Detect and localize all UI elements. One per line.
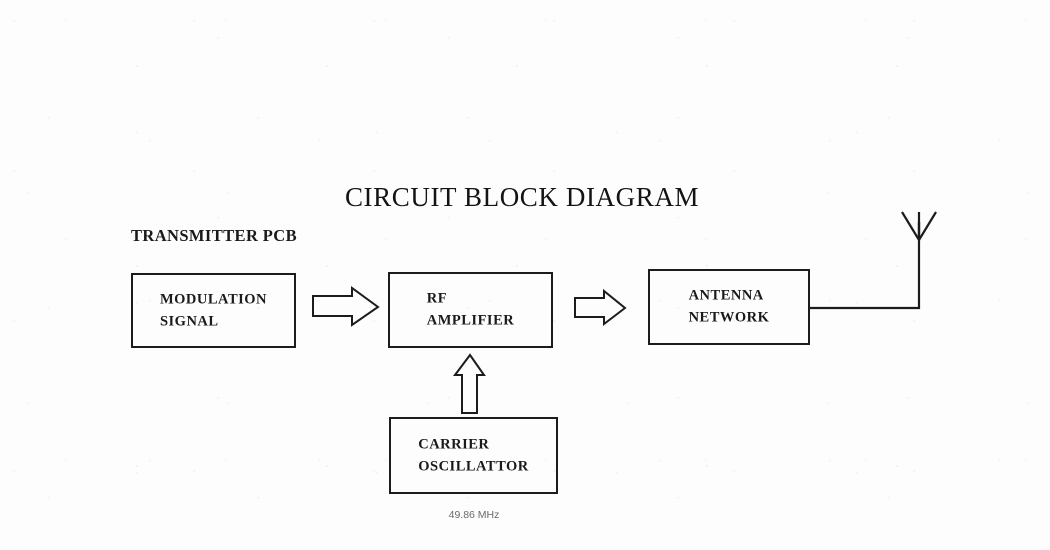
page-title: CIRCUIT BLOCK DIAGRAM xyxy=(0,182,1050,213)
wire-antenna-network-to-antenna xyxy=(810,222,921,310)
arrow-carrier-to-rf-icon xyxy=(453,353,486,414)
block-carrier-oscillator-text: CARRIER OSCILLATTOR xyxy=(391,433,556,478)
page-title-text: CIRCUIT BLOCK DIAGRAM xyxy=(344,182,700,212)
block-rf-amplifier[interactable]: RF AMPLIFIER xyxy=(388,272,553,348)
carrier-frequency-note: 49.86 MHz xyxy=(448,509,500,521)
block-antenna-network-line1: ANTENNA xyxy=(688,287,764,304)
block-modulation-signal-line1: MODULATION xyxy=(159,291,268,308)
block-rf-amplifier-text: RF AMPLIFIER xyxy=(390,288,551,333)
arrow-rf-to-antenna-icon xyxy=(574,288,627,327)
block-modulation-signal-text: MODULATION SIGNAL xyxy=(133,288,294,333)
block-rf-amplifier-line1: RF xyxy=(426,290,448,307)
block-carrier-oscillator-line1: CARRIER xyxy=(418,436,490,453)
block-modulation-signal-line2: SIGNAL xyxy=(159,313,219,330)
transmitter-pcb-label: TRANSMITTER PCB xyxy=(131,226,297,245)
block-rf-amplifier-line2: AMPLIFIER xyxy=(426,313,515,329)
antenna-icon xyxy=(901,211,937,241)
block-antenna-network-text: ANTENNA NETWORK xyxy=(650,285,808,330)
arrow-modulation-to-rf-icon xyxy=(312,286,380,327)
block-modulation-signal[interactable]: MODULATION SIGNAL xyxy=(131,273,296,348)
block-antenna-network[interactable]: ANTENNA NETWORK xyxy=(648,269,810,345)
block-carrier-oscillator-line2: OSCILLATTOR xyxy=(418,458,529,475)
block-antenna-network-line2: NETWORK xyxy=(688,310,770,326)
block-carrier-oscillator[interactable]: CARRIER OSCILLATTOR xyxy=(389,417,558,494)
